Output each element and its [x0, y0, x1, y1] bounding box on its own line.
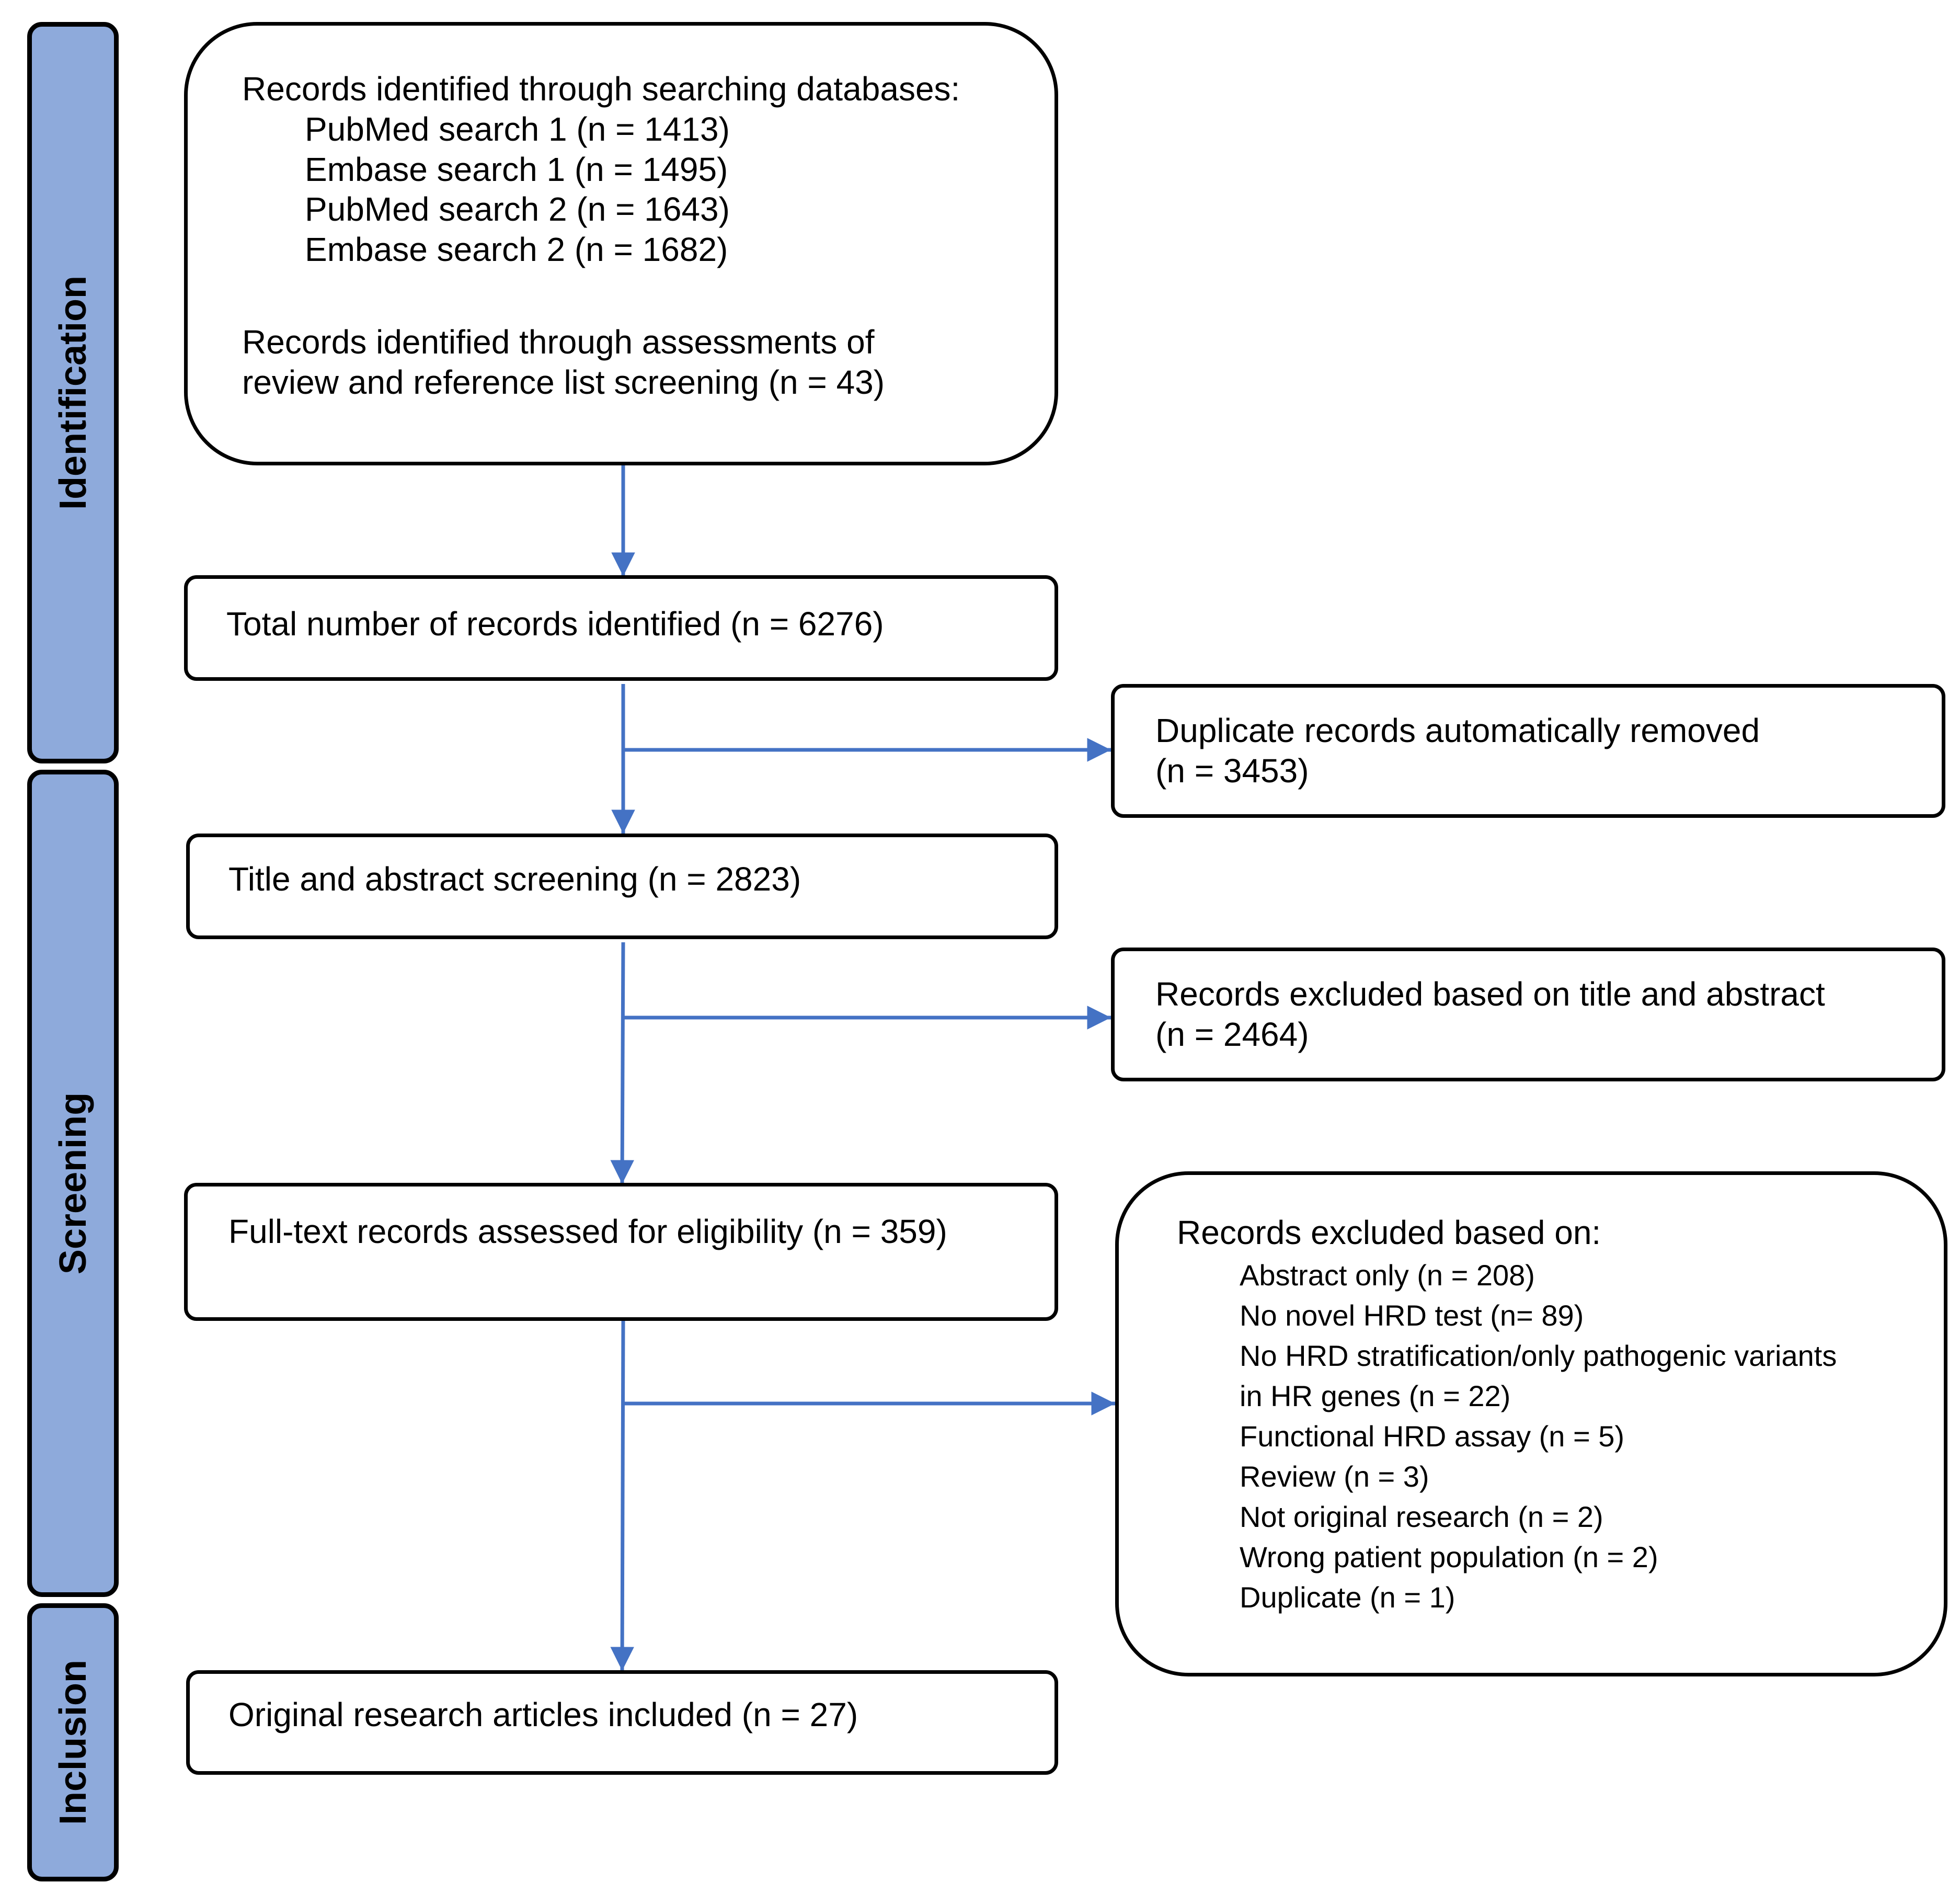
included-text: Original research articles included (n =…: [228, 1696, 858, 1733]
reason-not-original-research: Not original research (n = 2): [1240, 1500, 1603, 1533]
reason-abstract-only: Abstract only (n = 208): [1240, 1258, 1535, 1292]
fulltext-text: Full-text records assessed for eligibili…: [228, 1213, 947, 1250]
total-records-text: Total number of records identified (n = …: [226, 605, 884, 643]
reason-no-novel-hrd-test: No novel HRD test (n= 89): [1240, 1298, 1584, 1332]
search-embase-2: Embase search 2 (n = 1682): [305, 231, 728, 269]
excluded-fulltext-heading: Records excluded based on:: [1177, 1214, 1601, 1251]
excluded-fulltext-box: Records excluded based on: Abstract only…: [1115, 1171, 1947, 1676]
included-box: Original research articles included (n =…: [186, 1670, 1058, 1775]
total-records-box: Total number of records identified (n = …: [184, 575, 1058, 681]
search-embase-1: Embase search 1 (n = 1495): [305, 150, 728, 188]
phase-identification: Identification: [27, 22, 119, 763]
reason-review: Review (n = 3): [1240, 1459, 1429, 1493]
search-pubmed-2: PubMed search 2 (n = 1643): [305, 190, 730, 229]
reason-functional-hrd-assay: Functional HRD assay (n = 5): [1240, 1419, 1625, 1453]
duplicates-box: Duplicate records automatically removed …: [1111, 684, 1945, 818]
reason-duplicate: Duplicate (n = 1): [1240, 1580, 1455, 1614]
arrow-screening-to-fulltext: [610, 942, 634, 1184]
search-pubmed-1: PubMed search 1 (n = 1413): [305, 110, 730, 148]
fulltext-box: Full-text records assessed for eligibili…: [184, 1183, 1058, 1321]
excluded-title-box: Records excluded based on title and abst…: [1111, 948, 1945, 1081]
excluded-title-text-1: Records excluded based on title and abst…: [1155, 975, 1825, 1013]
excluded-title-text-2: (n = 2464): [1155, 1015, 1309, 1053]
duplicates-text-2: (n = 3453): [1155, 751, 1309, 790]
reason-no-hrd-stratification-cont: in HR genes (n = 22): [1240, 1379, 1511, 1412]
reason-no-hrd-stratification: No HRD stratification/only pathogenic va…: [1240, 1339, 1837, 1372]
screening-box: Title and abstract screening (n = 2823): [186, 834, 1058, 939]
other-sources-line-2: review and reference list screening (n =…: [242, 363, 885, 401]
phase-inclusion: Inclusion: [27, 1603, 119, 1881]
identification-box: Records identified through searching dat…: [184, 22, 1058, 465]
phase-screening: Screening: [27, 770, 119, 1597]
screening-text: Title and abstract screening (n = 2823): [228, 860, 801, 898]
other-sources-line-1: Records identified through assessments o…: [242, 323, 875, 361]
arrow-fulltext-to-included: [610, 1320, 634, 1671]
identification-heading: Records identified through searching dat…: [242, 70, 960, 108]
duplicates-text-1: Duplicate records automatically removed: [1155, 712, 1760, 749]
reason-wrong-patient-population: Wrong patient population (n = 2): [1240, 1540, 1658, 1573]
